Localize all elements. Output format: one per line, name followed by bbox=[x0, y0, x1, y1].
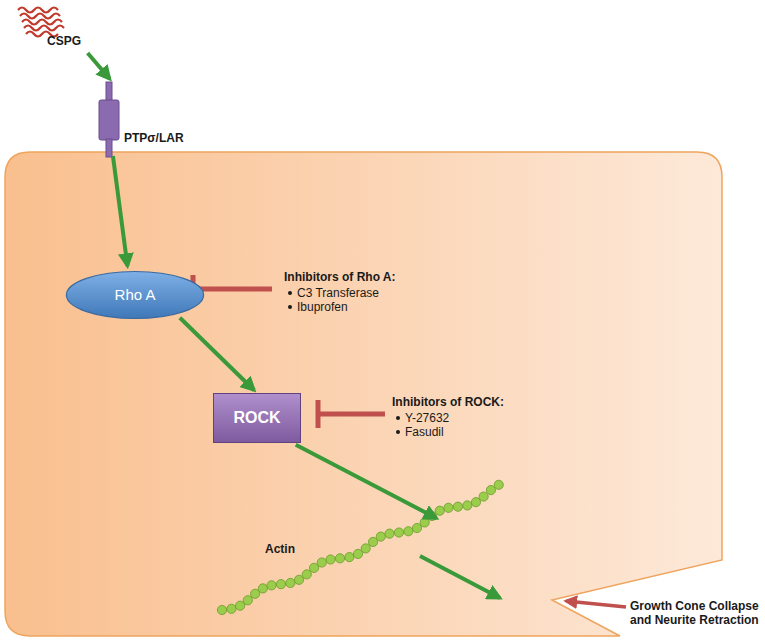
actin-bead bbox=[286, 578, 295, 587]
pointer-arrow bbox=[566, 601, 626, 607]
actin-bead bbox=[276, 580, 285, 589]
molecule-node: CSPG bbox=[15, 2, 85, 50]
node-label: CSPG bbox=[47, 34, 81, 48]
actin-bead bbox=[353, 549, 362, 558]
actin-bead bbox=[227, 604, 236, 613]
actin-bead bbox=[435, 506, 444, 515]
signal-arrow bbox=[88, 53, 110, 79]
signal-arrow bbox=[296, 445, 437, 518]
actin-bead bbox=[479, 492, 488, 501]
actin-bead bbox=[494, 480, 503, 489]
actin-bead bbox=[243, 596, 252, 605]
signal-arrow bbox=[180, 318, 254, 390]
receptor-symbol bbox=[99, 82, 119, 157]
inhibitor-heading: Inhibitors of ROCK: bbox=[392, 395, 504, 409]
actin-bead bbox=[471, 498, 480, 507]
actin-bead bbox=[361, 544, 370, 553]
inhibitor-item: Y-27632 bbox=[405, 411, 449, 425]
actin-bead bbox=[412, 523, 421, 532]
bullet-dot bbox=[288, 291, 400, 434]
actin-bead bbox=[309, 563, 318, 572]
effect-arrow bbox=[420, 556, 500, 598]
receptor-node: PTPσ/LAR bbox=[98, 82, 188, 152]
actin-bead bbox=[463, 501, 472, 510]
actin-bead bbox=[345, 553, 354, 562]
actin-bead bbox=[326, 555, 335, 564]
inhibitor-heading: Inhibitors of Rho A: bbox=[284, 270, 396, 284]
node-label: Rho A bbox=[115, 286, 156, 304]
inhibitor-item: C3 Transferase bbox=[297, 286, 379, 300]
inhibitor-item: Fasudil bbox=[405, 425, 444, 439]
cell-outline bbox=[5, 152, 722, 636]
actin-bead bbox=[404, 527, 413, 536]
actin-bead bbox=[302, 570, 311, 579]
actin-bead bbox=[385, 529, 394, 538]
actin-bead bbox=[294, 575, 303, 584]
actin-bead bbox=[335, 554, 344, 563]
actin-bead bbox=[453, 502, 462, 511]
inhibitor-item: Ibuprofen bbox=[297, 300, 348, 314]
actin-filament bbox=[217, 480, 503, 614]
process-ellipse: Rho A bbox=[65, 270, 205, 320]
cspg-molecule bbox=[18, 8, 64, 37]
node-label: Actin bbox=[265, 542, 295, 556]
node-label: ROCK bbox=[233, 409, 280, 427]
actin-bead bbox=[235, 601, 244, 610]
actin-bead bbox=[486, 485, 495, 494]
signal-arrow bbox=[113, 156, 128, 266]
actin-bead bbox=[394, 528, 403, 537]
actin-bead bbox=[267, 581, 276, 590]
actin-bead bbox=[368, 537, 377, 546]
actin-bead bbox=[217, 605, 226, 614]
outcome-label: Growth Cone Collapse and Neurite Retract… bbox=[630, 599, 762, 627]
actin-bead bbox=[258, 584, 267, 593]
node-label: PTPσ/LAR bbox=[124, 131, 184, 145]
actin-bead bbox=[317, 558, 326, 567]
process-box: ROCK bbox=[213, 393, 301, 443]
actin-bead bbox=[251, 589, 260, 598]
actin-bead bbox=[420, 518, 429, 527]
actin-bead bbox=[376, 532, 385, 541]
actin-node: Actin bbox=[215, 482, 505, 616]
actin-bead bbox=[444, 503, 453, 512]
